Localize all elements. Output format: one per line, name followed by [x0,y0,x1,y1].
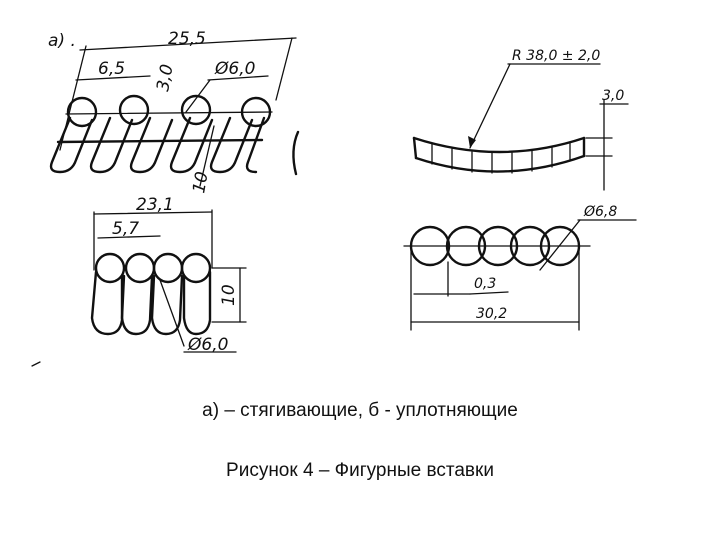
insert-b-drawing: 23,1 5,7 10 Ø6,0 [31,195,247,367]
dim-b-pitch: 5,7 [112,219,139,239]
dim-b-diameter: Ø6,0 [187,335,228,355]
dim-a-pitch: 6,5 [98,59,125,79]
label-a: а) . [48,31,76,51]
dim-d-gap: 0,3 [474,276,496,292]
caption-subtitle: а) – стягивающие, б - уплотняющие [202,400,518,421]
dim-a-diameter: Ø6,0 [214,59,255,79]
dim-a-gap: 3,0 [153,63,177,93]
dim-a-overall: 25,5 [168,29,206,49]
dim-c-thickness: 3,0 [602,88,624,104]
insert-curved-drawing: R 38,0 ± 2,0 3,0 [412,48,629,191]
dim-a-height: 10 [189,170,212,195]
insert-a-drawing: а) . 25,5 6,5 3,0 Ø6,0 10 [48,29,300,195]
dim-b-height: 10 [219,284,239,306]
dim-b-overall: 23,1 [136,195,174,215]
dim-d-diameter: Ø6,8 [583,204,617,220]
dim-c-radius: R 38,0 ± 2,0 [512,48,600,64]
insert-beads-drawing: Ø6,8 0,3 30,2 [403,204,637,331]
dim-d-overall: 30,2 [476,306,507,322]
figure-caption: Рисунок 4 – Фигурные вставки [226,460,494,481]
